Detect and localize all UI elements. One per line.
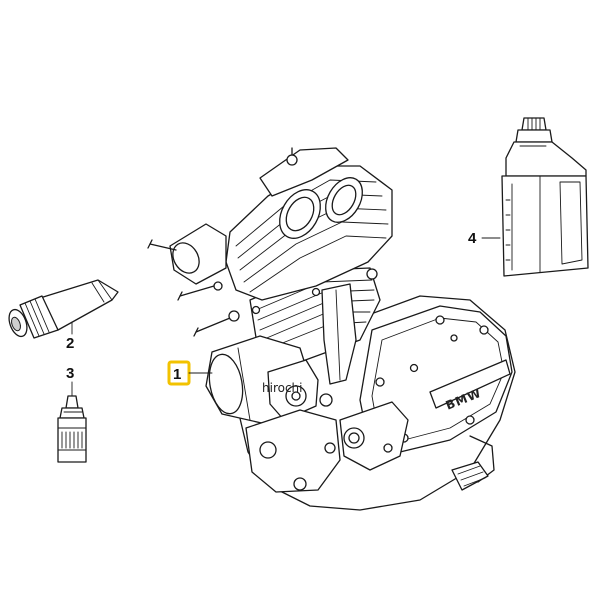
oil-bottle [501, 117, 589, 277]
watermark-text: hirochi [262, 381, 303, 395]
callout-2: 2 [66, 335, 74, 352]
callout-4: 4 [468, 230, 477, 247]
callout-3: 3 [66, 365, 74, 382]
adhesive-bottle [57, 395, 87, 463]
callout-1: 1 [173, 366, 181, 383]
engine-assembly: BMW [147, 147, 516, 511]
paste-tube [8, 279, 119, 339]
